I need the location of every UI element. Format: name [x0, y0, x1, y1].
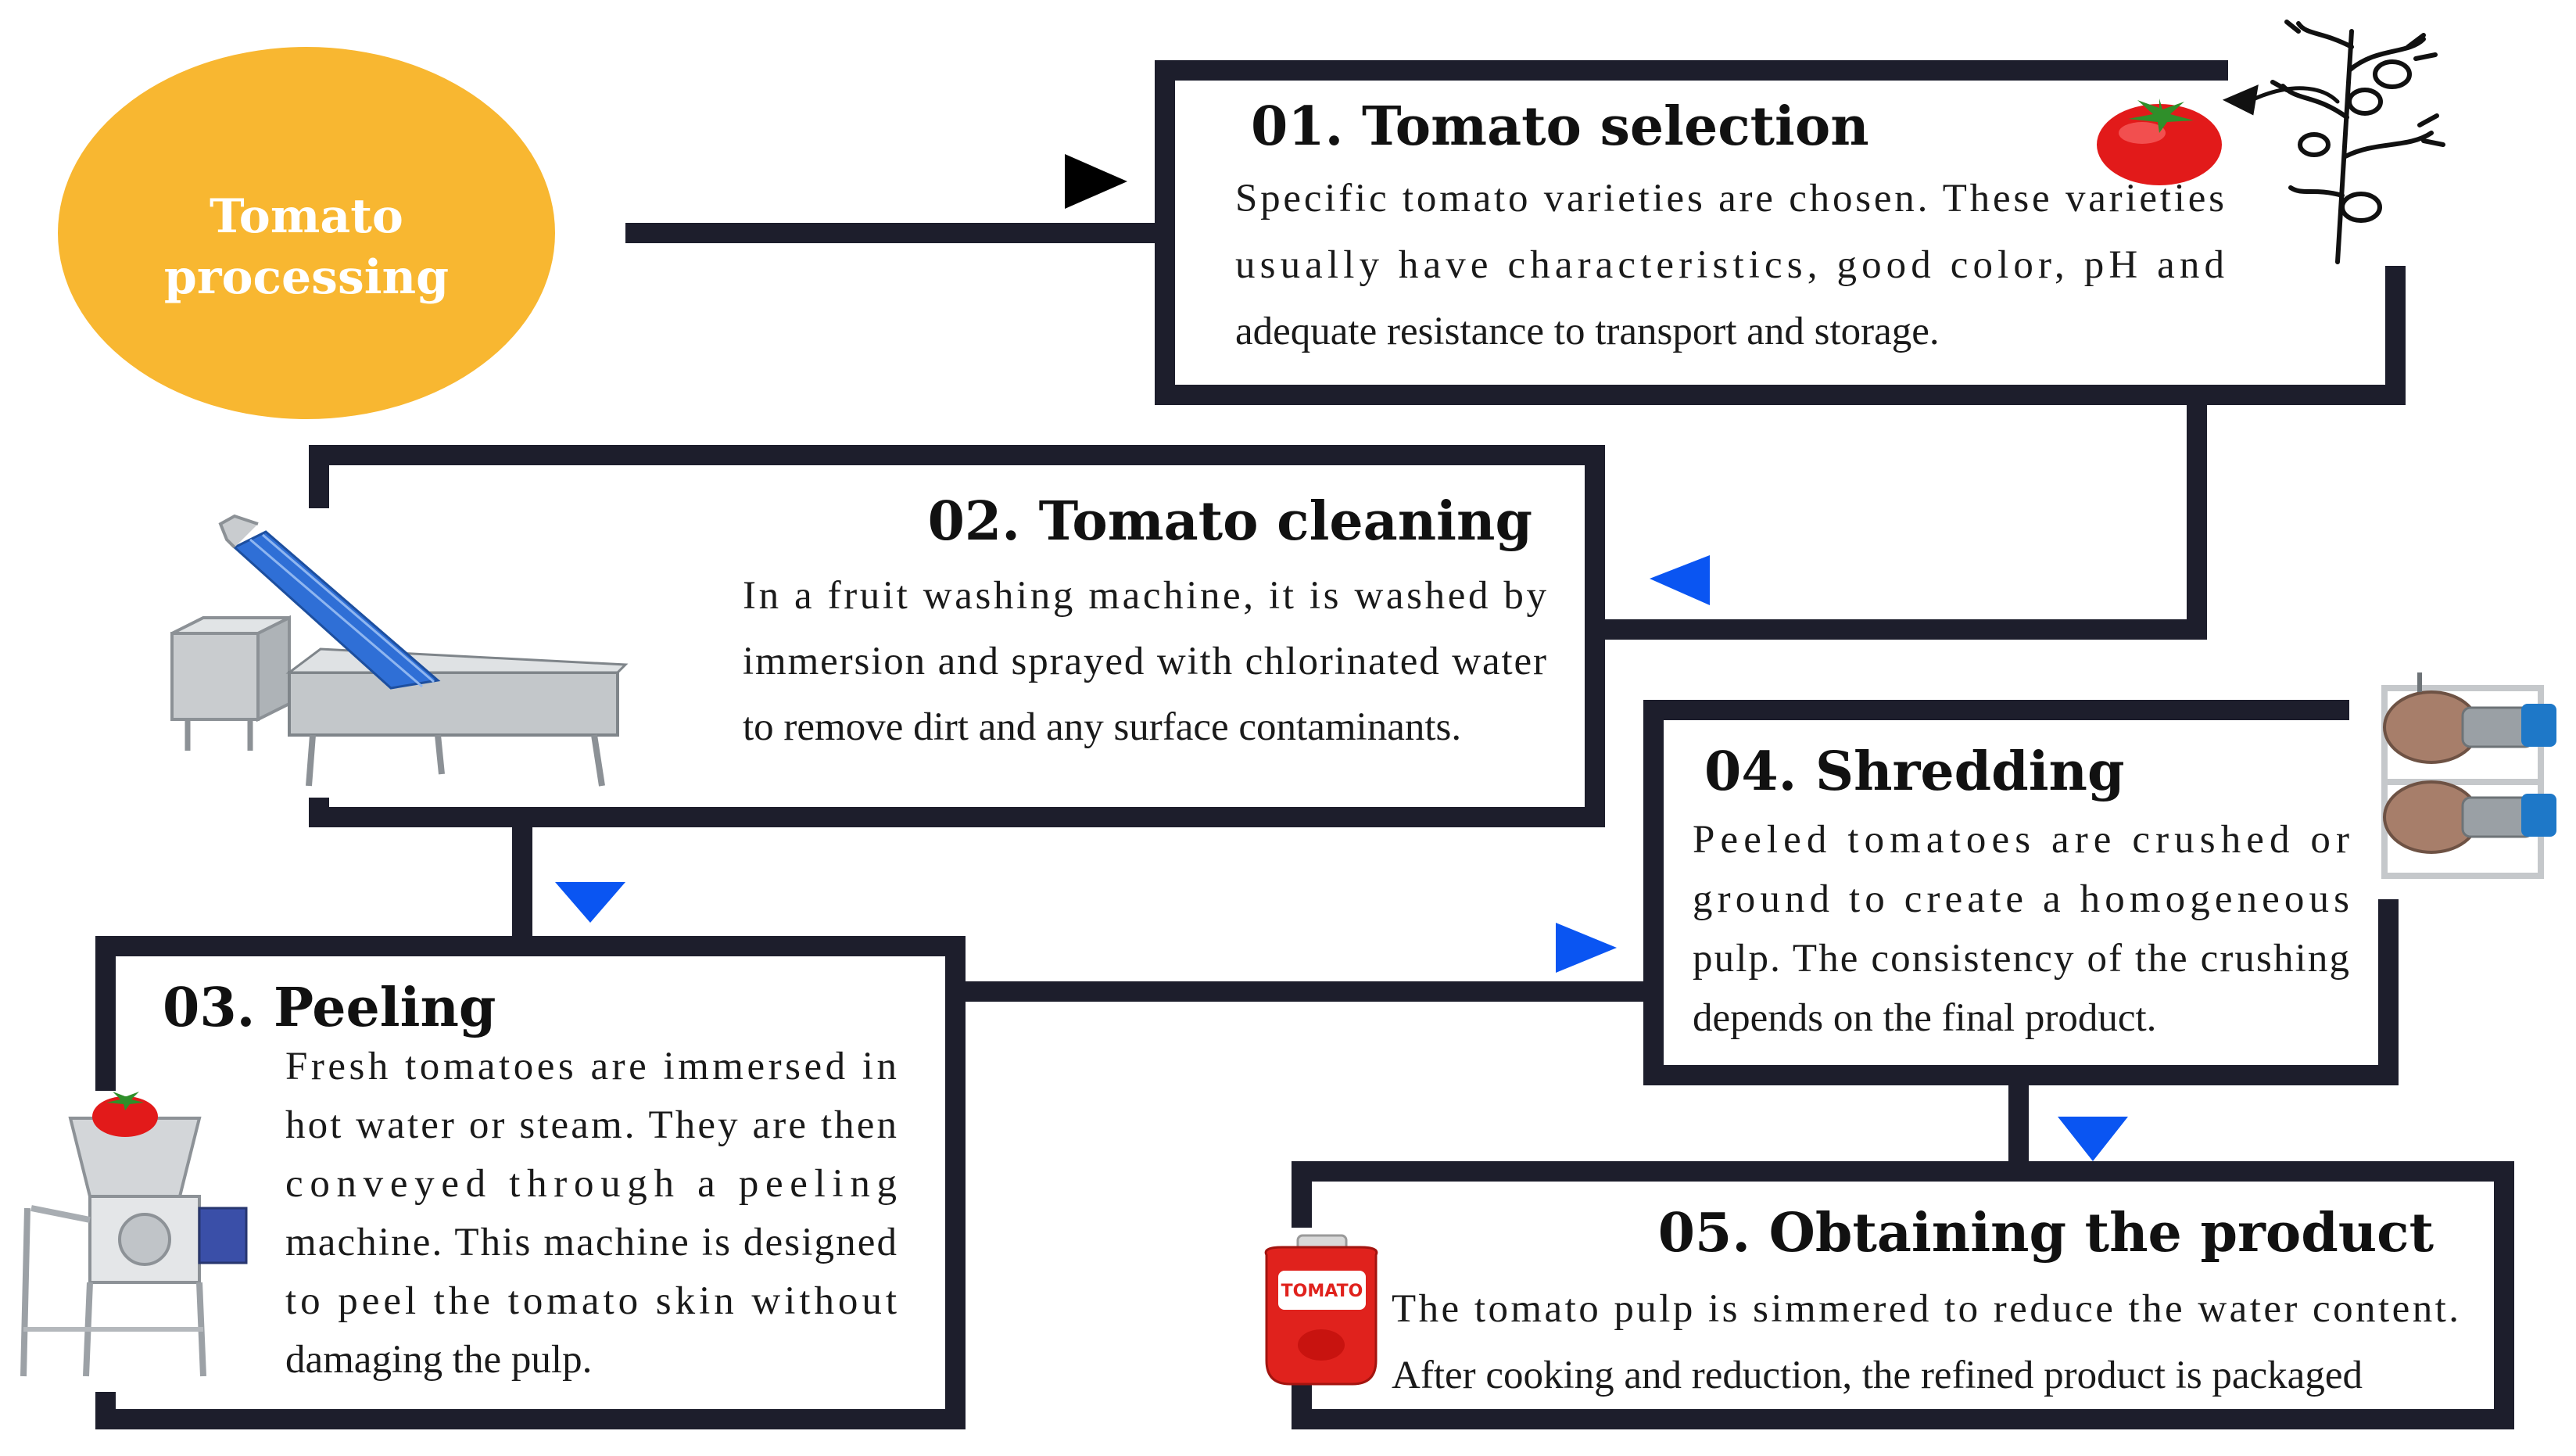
step-01-text-line: adequate resistance to transport and sto…	[1235, 310, 1940, 353]
step-04-text-line: pulp. The consistency of the crushing	[1693, 937, 2349, 981]
step-02-text-line: In a fruit washing machine, it is washed…	[743, 574, 1547, 618]
arrowheads	[555, 154, 2128, 1161]
step-04-text-line: ground to create a homogeneous	[1693, 877, 2349, 921]
step-03-text-line: to peel the tomato skin without	[285, 1279, 897, 1323]
step-03-text-line: machine. This machine is designed	[285, 1221, 897, 1264]
step-02-title: 02. Tomato cleaning	[928, 490, 1532, 553]
step-02-text-line: to remove dirt and any surface contamina…	[743, 705, 1461, 749]
shredder-machine-icon	[2381, 672, 2556, 879]
connector-01-to-02	[1595, 395, 2207, 640]
step-04-text-line: depends on the final product.	[1693, 996, 2156, 1040]
ketchup-bottle-icon: TOMATO	[1264, 1234, 1378, 1386]
step-03-text-line: hot water or steam. They are then	[285, 1103, 897, 1147]
arrow-right-blue-icon	[1556, 923, 1617, 973]
step-04-frame	[1643, 700, 2399, 1085]
step-01-text-line: Specific tomato varieties are chosen. Th…	[1235, 177, 2224, 221]
start-label-line1: Tomato	[210, 189, 403, 244]
start-ellipse	[58, 47, 555, 419]
step-05-text-line: After cooking and reduction, the refined…	[1392, 1354, 2363, 1397]
step-03-title: 03. Peeling	[163, 977, 496, 1039]
step-05-title: 05. Obtaining the product	[1658, 1202, 2434, 1264]
start-node: Tomato processing	[58, 47, 555, 419]
arrow-left-blue-icon	[1650, 555, 1710, 605]
step-04-box: 04. Shredding Peeled tomatoes are crushe…	[1643, 700, 2399, 1085]
step-03-text-line: damaging the pulp.	[285, 1338, 592, 1382]
step-05-text-line: The tomato pulp is simmered to reduce th…	[1392, 1287, 2459, 1331]
tomato-icon	[92, 1092, 158, 1137]
tomato-plant-icon	[2222, 20, 2445, 264]
step-04-text-line: Peeled tomatoes are crushed or	[1693, 818, 2349, 862]
ketchup-label: TOMATO	[1281, 1282, 1363, 1301]
peeling-machine-icon	[20, 1117, 248, 1377]
step-04-title: 04. Shredding	[1704, 741, 2125, 803]
arrow-right-black-icon	[1065, 154, 1127, 209]
step-03-text-line: Fresh tomatoes are immersed in	[285, 1045, 897, 1088]
tomato-icon	[2097, 99, 2222, 185]
step-01-box: 01. Tomato selection Specific tomato var…	[1155, 60, 2406, 405]
arrow-down-blue-icon	[2058, 1117, 2128, 1161]
step-05-box: 05. Obtaining the product The tomato pul…	[1292, 1161, 2514, 1429]
start-label-line2: processing	[164, 250, 449, 305]
step-03-text-line: conveyed through a peeling	[285, 1162, 897, 1206]
washing-machine-icon	[170, 514, 629, 787]
arrow-down-blue-icon	[555, 882, 625, 923]
connectors	[512, 223, 2207, 1171]
step-01-title: 01. Tomato selection	[1251, 95, 1869, 158]
